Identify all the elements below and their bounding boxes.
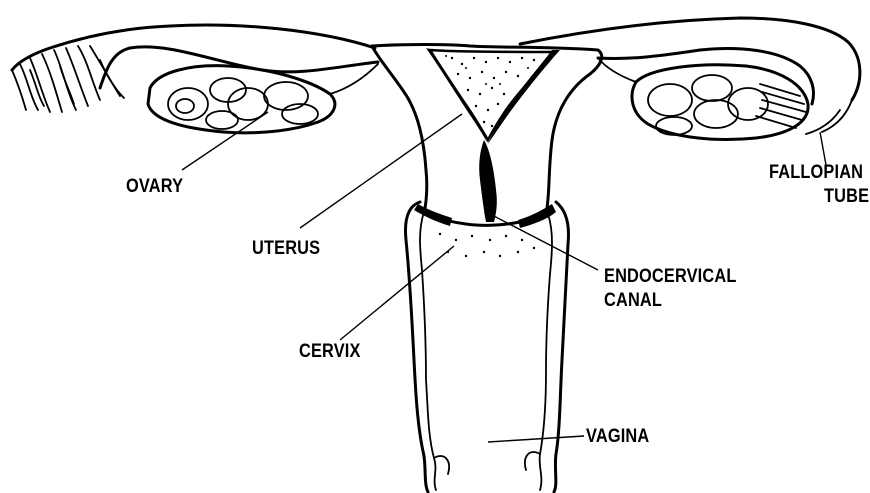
uterus-leader bbox=[300, 114, 462, 228]
fallopian-tube-label-line2: TUBE bbox=[824, 186, 869, 208]
vagina-leader bbox=[488, 436, 584, 442]
uterus-label: UTERUS bbox=[252, 238, 320, 260]
ovary-label: OVARY bbox=[126, 176, 183, 198]
cervix-stipple bbox=[439, 233, 535, 257]
ovary-leader bbox=[182, 112, 268, 170]
vagina-label: VAGINA bbox=[586, 426, 649, 448]
right-fallopian-tube bbox=[520, 18, 860, 100]
endocervical-canal bbox=[479, 140, 497, 222]
fallopian-tube-label-line1: FALLOPIAN bbox=[769, 162, 863, 184]
vagina bbox=[406, 202, 569, 492]
left-ovary bbox=[148, 64, 378, 133]
cervix-label: CERVIX bbox=[299, 341, 361, 363]
fallopian-tube-leader bbox=[820, 132, 826, 165]
cervix-leader bbox=[340, 246, 454, 340]
endocervical-canal-label-line1: ENDOCERVICAL bbox=[604, 266, 737, 288]
endocervical-canal-label-line2: CANAL bbox=[604, 290, 662, 312]
endocervical-leader bbox=[490, 214, 598, 270]
leader-lines bbox=[182, 112, 598, 442]
right-ovary bbox=[598, 58, 808, 139]
